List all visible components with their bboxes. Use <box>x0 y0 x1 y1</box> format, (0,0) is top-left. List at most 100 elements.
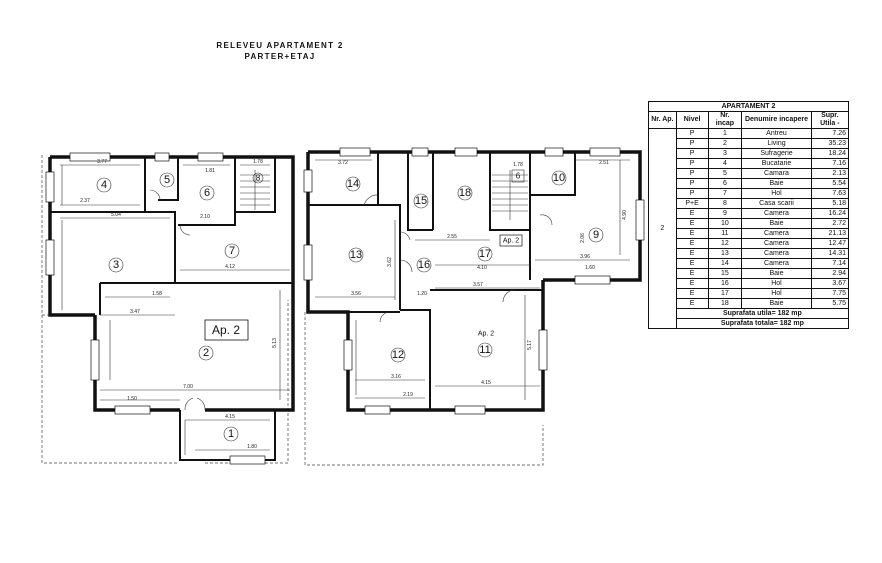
room-name-cell: Hol <box>741 188 812 199</box>
room-number: 13 <box>350 249 362 261</box>
window <box>90 339 100 381</box>
window <box>544 147 564 157</box>
stairs-ground <box>240 170 270 210</box>
room-labels-upper: 14 18 6 15 10 9 13 16 17 12 11 <box>345 169 604 363</box>
apartment-tag-label: Ap. 2 <box>212 323 240 337</box>
apartment-tag-label: Ap. 2 <box>478 331 494 338</box>
area-cell: 7.63 <box>810 188 850 199</box>
dimension-label: 3.57 <box>473 282 483 288</box>
room-number-cell: 1 <box>707 128 743 139</box>
table-title: APARTAMENT 2 <box>648 101 849 112</box>
room-number: 10 <box>553 172 565 184</box>
room-number-cell: 14 <box>707 258 743 269</box>
dimension-label: 3.16 <box>391 374 401 380</box>
window <box>454 147 478 157</box>
level-cell: P <box>675 188 709 199</box>
level-cell: E <box>675 248 709 259</box>
room-number: 3 <box>113 259 119 271</box>
dimension-label: 7.00 <box>183 384 193 390</box>
area-cell: 5.75 <box>810 298 850 309</box>
col-header: Nr. Ap. <box>648 111 677 129</box>
total-useful-area: Suprafata utila= 182 mp <box>675 308 850 319</box>
room-name-cell: Baie <box>741 218 812 229</box>
apartment-area-table: APARTAMENT 2 Nr. Ap. Nivel Nr. incap Den… <box>648 101 850 329</box>
dimension-label: 3.77 <box>97 159 107 165</box>
room-number-cell: 8 <box>707 198 743 209</box>
area-cell: 5.18 <box>810 198 850 209</box>
level-cell: E <box>675 278 709 289</box>
room-number: 17 <box>479 248 491 260</box>
area-cell: 5.54 <box>810 178 850 189</box>
area-cell: 2.13 <box>810 168 850 179</box>
room-number-cell: 4 <box>707 158 743 169</box>
window <box>114 405 151 415</box>
window <box>635 199 645 241</box>
level-cell: E <box>675 258 709 269</box>
dimension-label: 3.62 <box>387 257 393 267</box>
room-name-cell: Casa scarii <box>741 198 812 209</box>
table-header-row: Nr. Ap. Nivel Nr. incap Denumire incaper… <box>648 111 850 129</box>
room-number: 6 <box>204 187 210 199</box>
room-number-cell: 11 <box>707 228 743 239</box>
window <box>303 169 313 193</box>
room-name-cell: Camera <box>741 258 812 269</box>
level-cell: P <box>675 158 709 169</box>
room-number-cell: 10 <box>707 218 743 229</box>
room-name-cell: Living <box>741 138 812 149</box>
level-cell: E <box>675 208 709 219</box>
stairs-upper <box>492 170 528 220</box>
total-area: Suprafata totala= 182 mp <box>675 318 850 329</box>
dimension-label: 4.90 <box>622 210 628 220</box>
dimension-label: 5.04 <box>111 212 121 218</box>
level-cell: E <box>675 218 709 229</box>
area-cell: 16.24 <box>810 208 850 219</box>
upper-floor-plan: 14 18 6 15 10 9 13 16 17 12 11 Ap. 2 Ap.… <box>303 147 645 466</box>
room-number: 9 <box>593 229 599 241</box>
room-name-cell: Baie <box>741 298 812 309</box>
level-cell: P <box>675 138 709 149</box>
window <box>45 239 55 276</box>
dimension-label: 5.13 <box>272 338 278 348</box>
window <box>411 147 429 157</box>
ground-floor-plan: 4 5 6 8 3 7 2 1 Ap. 2 3.77 2.37 5.04 1.8… <box>41 152 295 465</box>
room-number-cell: 9 <box>707 208 743 219</box>
room-number: 1 <box>228 428 234 440</box>
room-number: 2 <box>203 347 209 359</box>
room-number: 11 <box>479 344 490 356</box>
room-number-cell: 13 <box>707 248 743 259</box>
level-cell: E <box>675 288 709 299</box>
dimension-label: 1.78 <box>513 162 523 168</box>
room-number: 16 <box>418 259 430 271</box>
window <box>197 152 224 162</box>
room-number-cell: 15 <box>707 268 743 279</box>
area-cell: 2.72 <box>810 218 850 229</box>
room-name-cell: Camera <box>741 248 812 259</box>
area-cell: 12.47 <box>810 238 850 249</box>
room-number-cell: 12 <box>707 238 743 249</box>
level-cell: E <box>675 298 709 309</box>
window <box>364 405 391 415</box>
room-number: 5 <box>164 174 170 186</box>
window <box>154 152 170 162</box>
room-name-cell: Hol <box>741 278 812 289</box>
room-number-cell: 18 <box>707 298 743 309</box>
window <box>454 405 486 415</box>
dimension-label: 2.10 <box>200 214 210 220</box>
apartment-tag-label: Ap. 2 <box>503 238 519 245</box>
plan-subtitle: PARTER+ETAJ <box>244 52 316 61</box>
level-cell: E <box>675 268 709 279</box>
col-header: Denumire incapere <box>741 111 812 129</box>
